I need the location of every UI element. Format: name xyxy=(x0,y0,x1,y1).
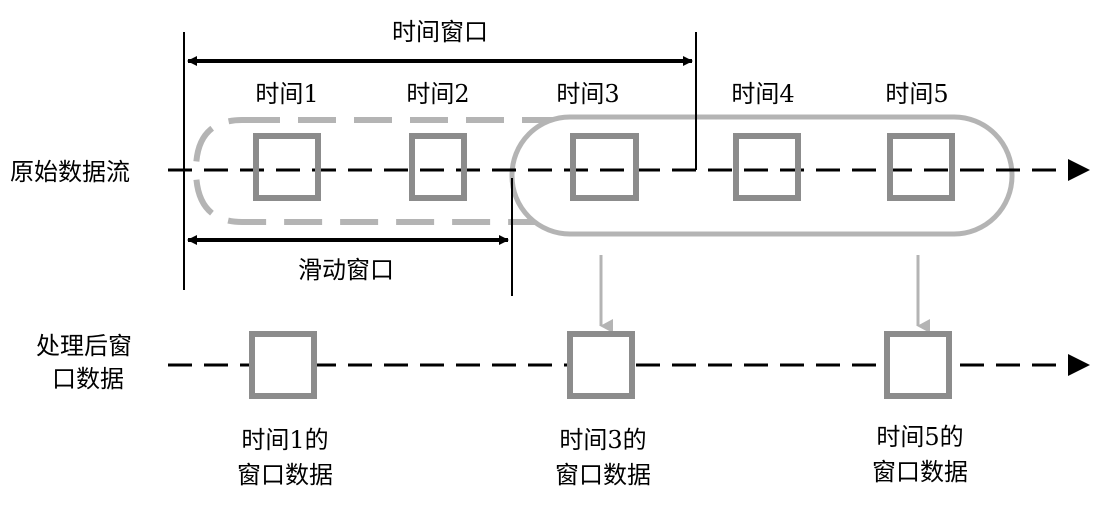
time-label-1: 时间1 xyxy=(255,80,318,108)
processed-stream-arrowhead xyxy=(1068,354,1090,376)
output-box-3 xyxy=(567,331,635,399)
raw-item-box-5 xyxy=(887,133,955,201)
time-label-2: 时间2 xyxy=(406,80,469,108)
raw-stream-label: 原始数据流 xyxy=(10,158,130,186)
processed-label-line1: 处理后窗 xyxy=(36,332,132,360)
raw-item-box-3 xyxy=(570,133,639,201)
time-label-4: 时间4 xyxy=(731,80,794,108)
output-caption-5-line1: 时间5的 xyxy=(876,423,963,451)
time-label-5: 时间5 xyxy=(885,80,948,108)
time-label-3: 时间3 xyxy=(556,80,619,108)
output-caption-5-line2: 窗口数据 xyxy=(872,458,968,486)
raw-item-box-4 xyxy=(733,133,801,201)
output-caption-1-line1: 时间1的 xyxy=(241,426,328,454)
output-caption-3-line1: 时间3的 xyxy=(559,426,646,454)
output-caption-3-line2: 窗口数据 xyxy=(555,461,651,489)
sliding-window-label: 滑动窗口 xyxy=(298,256,394,284)
raw-item-box-1 xyxy=(253,133,321,201)
output-box-1 xyxy=(249,331,317,399)
time-window-label: 时间窗口 xyxy=(392,18,488,46)
raw-stream-arrowhead xyxy=(1068,159,1090,181)
processed-label-line2: 口数据 xyxy=(52,365,124,393)
raw-item-box-2 xyxy=(409,133,467,201)
output-box-5 xyxy=(884,331,952,399)
output-caption-1-line2: 窗口数据 xyxy=(237,461,333,489)
